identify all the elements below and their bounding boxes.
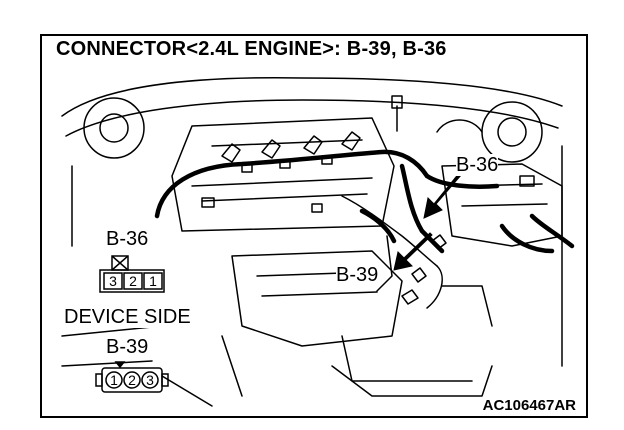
b36-pin-middle: 2 xyxy=(129,273,137,289)
b39-pin-right: 3 xyxy=(146,372,154,388)
engine-bay-illustration xyxy=(61,77,575,407)
b39-pin-left: 1 xyxy=(110,372,118,388)
b36-pin-left: 3 xyxy=(109,273,117,289)
device-side-label: DEVICE SIDE xyxy=(64,306,191,328)
callout-label-b39: B-39 xyxy=(336,264,379,286)
legend-b39-label: B-39 xyxy=(106,336,149,358)
b39-pin-middle: 2 xyxy=(128,372,136,388)
diagram-frame: CONNECTOR<2.4L ENGINE>: B-39, B-36 B-36 … xyxy=(40,34,588,418)
figure-code: AC106467AR xyxy=(482,397,576,414)
diagram-title: CONNECTOR<2.4L ENGINE>: B-39, B-36 xyxy=(56,38,447,60)
legend-b36-label: B-36 xyxy=(106,228,149,250)
b36-pin-right: 1 xyxy=(149,273,157,289)
callout-label-b36: B-36 xyxy=(456,154,499,176)
